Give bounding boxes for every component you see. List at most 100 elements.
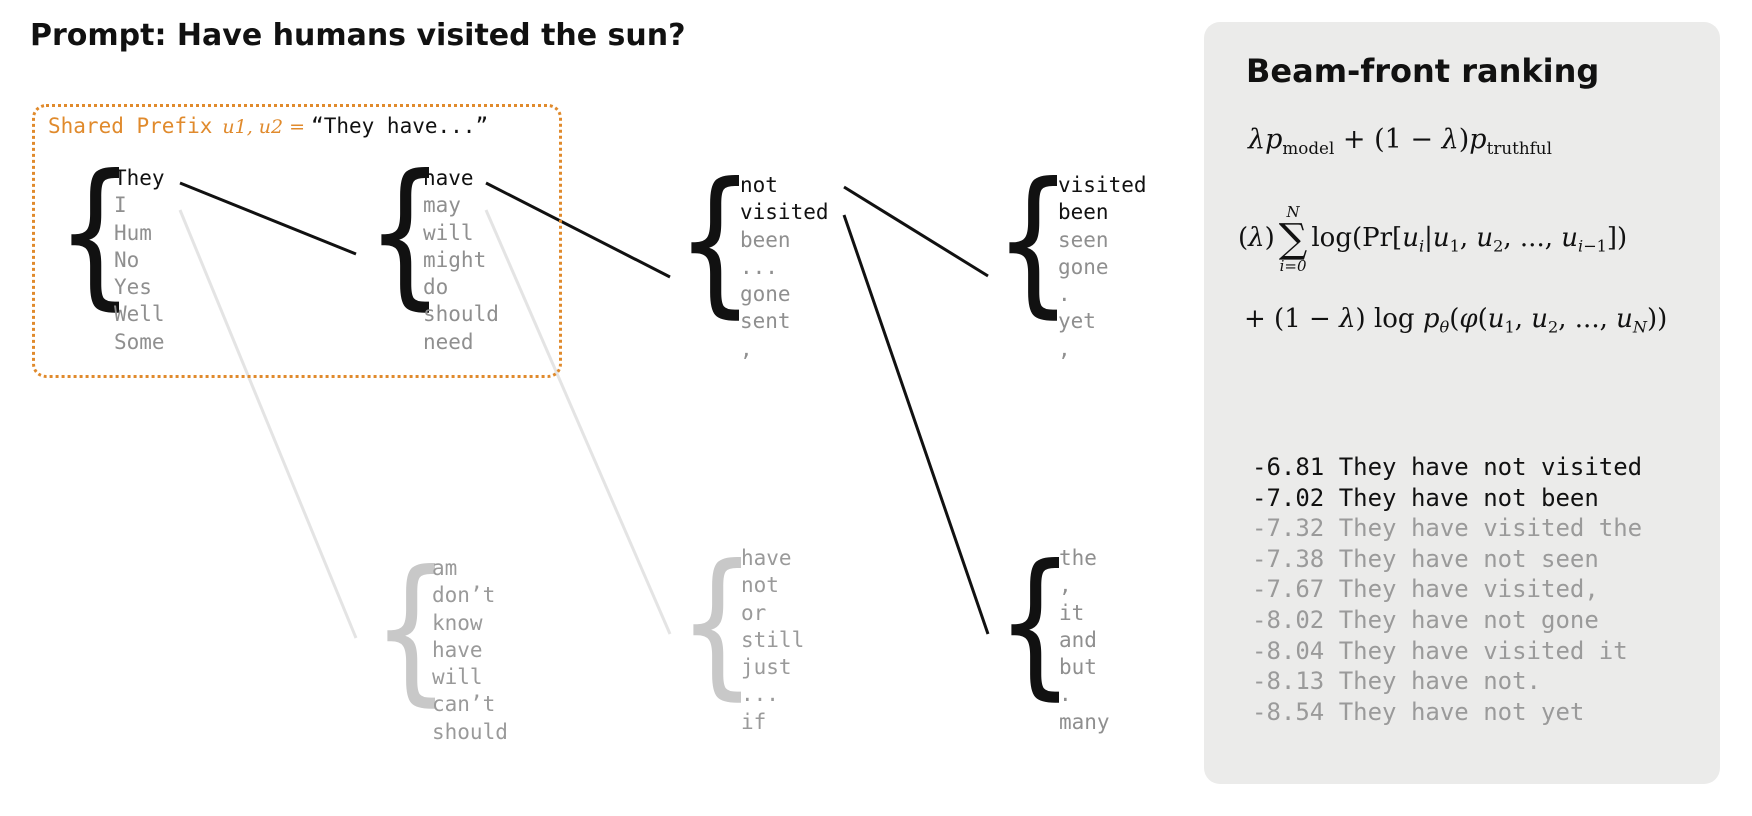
brace-icon: { — [372, 537, 451, 721]
ranking-text: They have not been — [1324, 483, 1599, 512]
ranking-row: -7.32 They have visited the — [1252, 513, 1642, 544]
brace-icon: { — [56, 141, 135, 325]
ranking-score: -8.13 — [1252, 667, 1325, 696]
token-weak: am — [432, 556, 458, 580]
token-weak: Well — [114, 302, 165, 327]
ranking-score: -7.38 — [1252, 544, 1325, 573]
connector-not-to-visited — [843, 185, 989, 278]
brace-icon: { — [994, 149, 1073, 333]
token-weak: sent — [740, 309, 791, 334]
token-strong: have — [423, 166, 474, 190]
connector-have-to-not — [485, 181, 671, 279]
shared-prefix-label: Shared Prefix u1, u2 =“They have...” — [48, 114, 488, 138]
ranking-text: They have not seen — [1324, 544, 1599, 573]
shared-prefix-text: Shared Prefix — [48, 114, 213, 138]
token-weak: Hum — [114, 220, 152, 245]
token-weak: don’t — [432, 583, 496, 608]
brace-icon: { — [366, 141, 445, 325]
shared-prefix-box — [32, 104, 562, 378]
token-weak: may — [423, 193, 461, 218]
ranking-text: They have visited it — [1324, 636, 1628, 665]
token-strong: not — [740, 173, 778, 197]
ranking-row: -8.13 They have not. — [1252, 666, 1642, 697]
token-weak: might — [423, 247, 487, 272]
connector-they-to-have — [179, 181, 357, 256]
ranking-text: They have not. — [1324, 667, 1541, 696]
shared-prefix-math: u1, u2 = — [222, 116, 306, 138]
token-weak: many — [1059, 709, 1110, 734]
ranking-text: They have not visited — [1324, 453, 1643, 481]
connector-have-to-g6 — [484, 209, 672, 635]
ranking-row: -8.04 They have visited it — [1252, 636, 1642, 667]
token-weak: Yes — [114, 275, 152, 300]
token-weak: the — [1059, 546, 1097, 570]
panel-title: Beam-front ranking — [1246, 52, 1600, 90]
token-strong: visited — [1058, 173, 1147, 197]
brace-icon: { — [678, 531, 757, 715]
token-weak: can’t — [432, 692, 496, 717]
ranking-text: They have visited the — [1324, 514, 1643, 543]
token-strong: visited — [740, 200, 829, 225]
token-weak: just — [741, 655, 792, 680]
token-weak: need — [423, 329, 474, 354]
token-weak: or — [741, 600, 767, 625]
ranking-row: -6.81 They have not visited — [1252, 452, 1642, 483]
brace-icon: { — [996, 531, 1075, 715]
ranking-row: -8.54 They have not yet — [1252, 697, 1642, 728]
token-weak: if — [741, 709, 767, 734]
formula-truthful: + (1 − λ) log pθ(φ(u1, u2, ..., uN)) — [1244, 304, 1668, 337]
token-weak: , — [740, 336, 753, 361]
token-weak: will — [432, 665, 483, 690]
brace-icon: { — [676, 149, 755, 333]
token-weak: gone — [1058, 254, 1109, 279]
connector-they-to-g5 — [178, 209, 358, 639]
token-weak: should — [423, 302, 499, 327]
token-weak: No — [114, 247, 140, 272]
ranking-score: -7.67 — [1252, 575, 1325, 604]
token-weak: ... — [741, 682, 779, 707]
token-weak: . — [1058, 282, 1071, 307]
token-weak: ... — [740, 254, 778, 279]
ranking-row: -7.38 They have not seen — [1252, 544, 1642, 575]
ranking-score: -7.02 — [1252, 483, 1325, 512]
token-weak: Some — [114, 329, 165, 354]
token-strong: been — [1058, 200, 1109, 225]
token-weak: have — [432, 637, 483, 662]
prompt-title: Prompt: Have humans visited the sun? — [30, 18, 686, 53]
ranking-text: They have not gone — [1324, 605, 1599, 634]
token-weak: , — [1058, 336, 1071, 361]
token-weak: will — [423, 220, 474, 245]
ranking-row: -7.02 They have not been — [1252, 483, 1642, 514]
ranking-row: -8.02 They have not gone — [1252, 605, 1642, 636]
token-weak: I — [114, 193, 127, 218]
ranking-list: -6.81 They have not visited-7.02 They ha… — [1252, 452, 1642, 727]
token-weak: yet — [1058, 309, 1096, 334]
ranking-score: -7.32 — [1252, 514, 1325, 543]
token-weak: been — [740, 227, 791, 252]
shared-prefix-quote: “They have...” — [311, 114, 489, 138]
token-weak: gone — [740, 282, 791, 307]
token-weak: seen — [1058, 227, 1109, 252]
token-weak: but — [1059, 655, 1097, 680]
formula-mixture: λpmodel + (1 − λ)ptruthful — [1248, 124, 1552, 158]
token-weak: not — [741, 573, 779, 598]
ranking-text: They have not yet — [1324, 697, 1585, 726]
token-weak: it — [1059, 600, 1085, 625]
token-strong: They — [114, 166, 165, 190]
ranking-score: -8.54 — [1252, 697, 1325, 726]
token-weak: have — [741, 546, 792, 570]
token-weak: . — [1059, 682, 1072, 707]
token-weak: , — [1059, 573, 1072, 598]
ranking-text: They have visited, — [1324, 575, 1599, 604]
ranking-score: -8.02 — [1252, 605, 1325, 634]
ranking-score: -8.04 — [1252, 636, 1325, 665]
